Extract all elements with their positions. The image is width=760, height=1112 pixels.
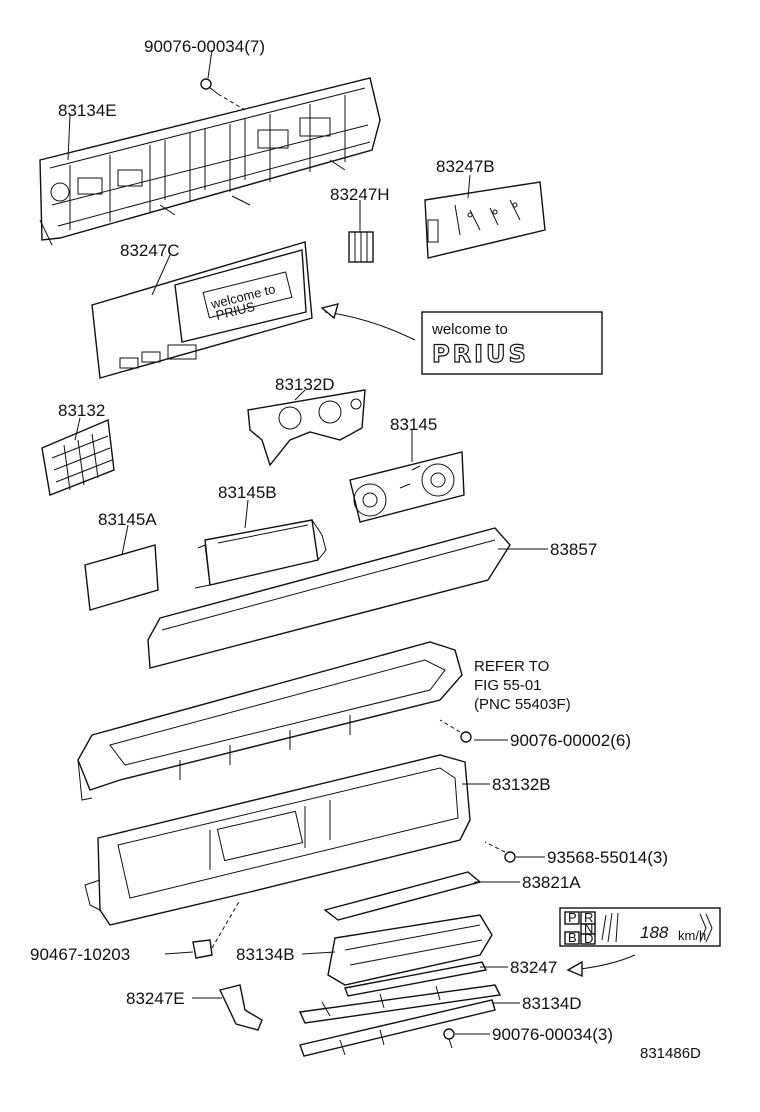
refer-line-2: FIG 55-01 xyxy=(474,677,542,694)
speed-unit: km/h xyxy=(678,928,706,943)
speed-digits: 188 xyxy=(640,923,669,942)
shift-n: N xyxy=(584,921,593,936)
part-83132d xyxy=(247,389,366,467)
screw-93568-55014 xyxy=(484,841,516,863)
part-83134d xyxy=(298,984,502,1057)
label-83134d: 83134D xyxy=(522,994,582,1013)
label-83145a: 83145A xyxy=(98,510,157,529)
part-83145 xyxy=(349,451,465,523)
label-83821a: 83821A xyxy=(522,873,581,892)
label-83132: 83132 xyxy=(58,401,105,420)
refer-line-3: (PNC 55403F) xyxy=(474,696,571,713)
leader-lines xyxy=(67,49,548,1035)
label-83134b: 83134B xyxy=(236,945,295,964)
label-93568-55014-3: 93568-55014(3) xyxy=(547,848,668,867)
part-83247-strip xyxy=(344,961,488,997)
part-90467-10203-clip xyxy=(192,899,241,959)
label-83145b: 83145B xyxy=(218,483,277,502)
part-83134b xyxy=(327,914,493,986)
label-83134e: 83134E xyxy=(58,101,117,120)
refer-line-1: REFER TO xyxy=(474,658,549,675)
label-83857: 83857 xyxy=(550,540,597,559)
shift-r: R xyxy=(584,910,593,925)
part-83821a-strip xyxy=(323,871,482,921)
part-83134e-frame xyxy=(39,77,381,246)
label-83247b: 83247B xyxy=(436,157,495,176)
label-83132d: 83132D xyxy=(275,375,335,394)
part-83145a xyxy=(84,544,159,611)
shift-arrow-head xyxy=(566,960,583,978)
label-83145: 83145 xyxy=(390,415,437,434)
screw-90076-00002 xyxy=(439,719,472,743)
part-83857-strip xyxy=(147,527,511,669)
part-meter-housing xyxy=(77,641,463,801)
part-83247h-connector xyxy=(348,231,374,263)
shift-b: B xyxy=(568,930,577,945)
shift-d: D xyxy=(584,931,593,946)
figure-code: 831486D xyxy=(640,1045,701,1062)
inset-brand-text: PRIUS xyxy=(432,340,529,368)
label-83247h: 83247H xyxy=(330,185,390,204)
label-83247e: 83247E xyxy=(126,989,185,1008)
label-83247: 83247 xyxy=(510,958,557,977)
label-90076-00002-6: 90076-00002(6) xyxy=(510,731,631,750)
part-83247e-bracket xyxy=(219,984,263,1031)
part-83247b-board xyxy=(424,181,546,259)
inset-arrow-head xyxy=(320,303,340,320)
inset-arrow xyxy=(324,311,416,341)
inset-welcome-prius: welcome to PRIUS xyxy=(421,311,603,375)
label-83132b: 83132B xyxy=(492,775,551,794)
part-83145b xyxy=(194,519,327,589)
part-83247c-board: welcome to PRIUS xyxy=(91,241,313,379)
label-83247c: 83247C xyxy=(120,241,180,260)
screw-90076-00034-bottom xyxy=(443,1028,455,1049)
inset-welcome-text: welcome to xyxy=(431,321,508,338)
inset-shift-display: P R N B D 188 km/h xyxy=(559,907,721,947)
shift-p: P xyxy=(568,910,577,925)
label-90076-00034-7: 90076-00034(7) xyxy=(144,37,265,56)
part-83132b-housing xyxy=(84,754,471,926)
screw-90076-00034-top xyxy=(200,78,246,111)
label-90467-10203: 90467-10203 xyxy=(30,945,130,964)
part-83132 xyxy=(41,418,115,496)
label-90076-00034-3: 90076-00034(3) xyxy=(492,1025,613,1044)
part-labels: 90076-00034(7) 83134E 83247B 83247H 8324… xyxy=(30,37,701,1062)
